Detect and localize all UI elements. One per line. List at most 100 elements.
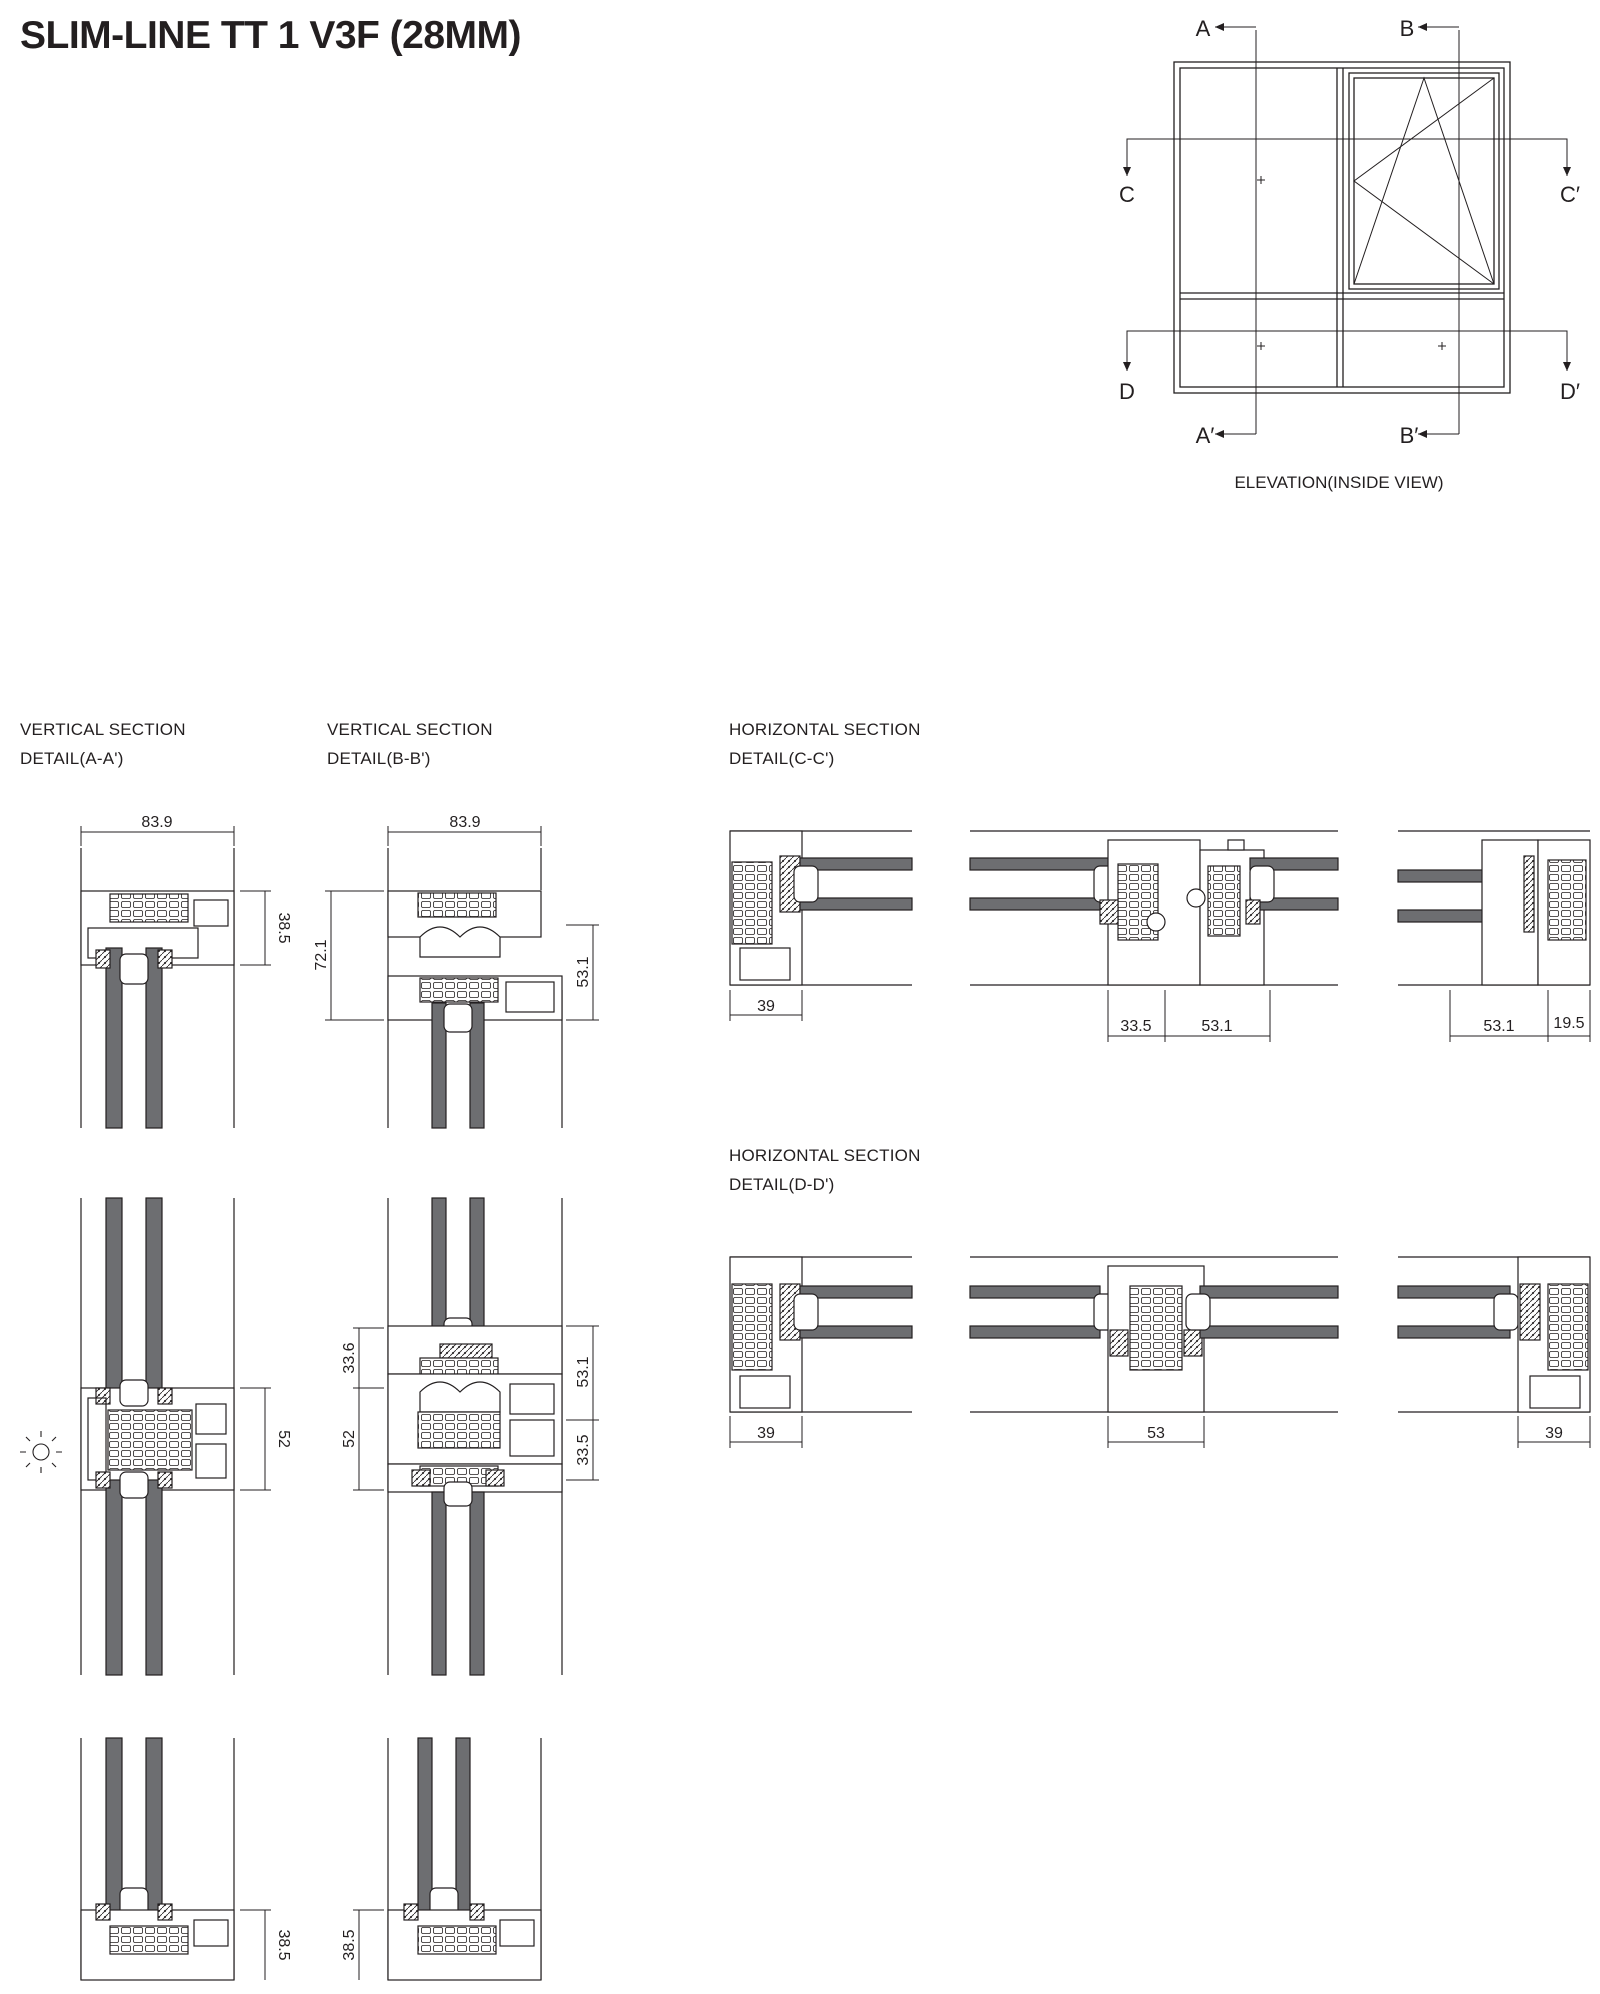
dim-label: 53.1 [1201, 1018, 1232, 1035]
thermal-break [419, 1357, 499, 1375]
glass-pane [145, 1479, 163, 1676]
dim-label: 39 [1545, 1425, 1563, 1442]
glass-pane [1199, 1325, 1339, 1339]
dim-label: 38.5 [275, 912, 292, 943]
profile-chamber [195, 1443, 227, 1479]
gasket [157, 1471, 173, 1489]
section-bb [325, 826, 599, 1981]
glass-pane [969, 1285, 1101, 1299]
spacer [1249, 865, 1275, 903]
glass-pane [1397, 1285, 1511, 1299]
glass-pane [105, 1737, 123, 1919]
spacer [1493, 1293, 1519, 1331]
gasket [1099, 899, 1119, 925]
dim-label: 39 [757, 1425, 775, 1442]
gasket [95, 1903, 111, 1921]
gasket [157, 949, 173, 969]
glass-pane [431, 1002, 447, 1129]
sash-head-profile [419, 926, 501, 958]
marker-d-prime: D′ [1560, 379, 1580, 404]
label-line: VERTICAL SECTION [20, 720, 186, 739]
gasket [95, 949, 111, 969]
profile-lip [1227, 839, 1245, 851]
thermal-break [109, 893, 189, 923]
profile-chamber [509, 1419, 555, 1457]
glass-pane [969, 857, 1111, 871]
dim-label: 19.5 [1553, 1015, 1584, 1032]
profile-chamber [505, 981, 555, 1013]
cut-line-c [1126, 138, 1568, 175]
glass-pane [799, 897, 913, 911]
thermal-break [107, 1409, 193, 1471]
elevation-turn-line [1353, 77, 1495, 285]
glass-pane [431, 1491, 447, 1676]
thermal-break [1129, 1285, 1183, 1371]
thermal-break [417, 892, 497, 918]
elevation-markers: A A′ B B′ C C′ D D′ [1119, 16, 1580, 448]
dim-label: 83.9 [449, 814, 480, 831]
spacer [119, 953, 149, 985]
label-vertical-section-bb: VERTICAL SECTION DETAIL(B-B') [327, 715, 493, 773]
glass-pane [469, 1002, 485, 1129]
glass-pane [105, 947, 123, 1129]
gasket [485, 1469, 505, 1487]
gasket [1519, 1283, 1541, 1341]
dim-label: 33.5 [575, 1434, 592, 1465]
glass-pane [969, 1325, 1101, 1339]
elevation-view [1123, 23, 1571, 438]
spacer [1185, 1293, 1211, 1331]
dim-label: 83.9 [141, 814, 172, 831]
gasket [95, 1471, 111, 1489]
dim-label: 53 [1147, 1425, 1165, 1442]
label-line: HORIZONTAL SECTION [729, 1146, 921, 1165]
gasket [439, 1343, 493, 1359]
thermal-break [109, 1925, 189, 1955]
label-line: DETAIL(D-D') [729, 1175, 835, 1194]
page-title: SLIM-LINE TT 1 V3F (28MM) [20, 14, 522, 57]
hinge-pin [1146, 912, 1166, 932]
dim-label: 52 [275, 1430, 292, 1448]
elevation-sash [1348, 72, 1500, 290]
dim-label: 53.1 [575, 1356, 592, 1387]
marker-c-prime: C′ [1560, 182, 1580, 207]
gasket [411, 1469, 431, 1487]
dim-label: 72.1 [313, 939, 330, 970]
thermal-break [731, 1283, 773, 1371]
profile-chamber [739, 947, 791, 981]
glass-pane [145, 1197, 163, 1393]
label-line: HORIZONTAL SECTION [729, 720, 921, 739]
glass-pane [145, 1737, 163, 1919]
hinge-pin [1186, 888, 1206, 908]
spacer [119, 1471, 149, 1499]
glass-pane [417, 1737, 433, 1919]
dim-label: 33.5 [1120, 1018, 1151, 1035]
thermal-break [731, 861, 773, 945]
elevation-fixed-marker [1257, 176, 1265, 184]
section-cc [729, 830, 1591, 1042]
section-aa [80, 826, 271, 1981]
section-aa-dimensions: 83.9 38.5 52 38.5 [141, 814, 292, 1961]
section-dd [729, 1256, 1591, 1448]
elevation-inner-frame [1179, 67, 1505, 388]
profile-chamber [195, 1403, 227, 1435]
dim-label: 38.5 [341, 1929, 358, 1960]
gasket [403, 1903, 419, 1921]
elevation-fixed-marker [1438, 342, 1446, 350]
glass-pane [431, 1197, 447, 1329]
glass-pane [105, 1479, 123, 1676]
glass-pane [105, 1197, 123, 1393]
spacer [119, 1379, 149, 1407]
transom-insert [419, 1381, 501, 1413]
gasket [1109, 1329, 1129, 1357]
cut-line-d [1126, 330, 1568, 334]
glass-pane [469, 1197, 485, 1329]
label-line: DETAIL(C-C') [729, 749, 835, 768]
spacer [443, 1003, 473, 1033]
gasket [1245, 899, 1261, 925]
spacer [443, 1481, 473, 1507]
dim-label: 53.1 [1483, 1018, 1514, 1035]
profile-chamber [739, 1375, 791, 1409]
marker-b: B [1400, 16, 1415, 41]
thermal-break [1547, 859, 1587, 941]
dim-label: 53.1 [575, 956, 592, 987]
